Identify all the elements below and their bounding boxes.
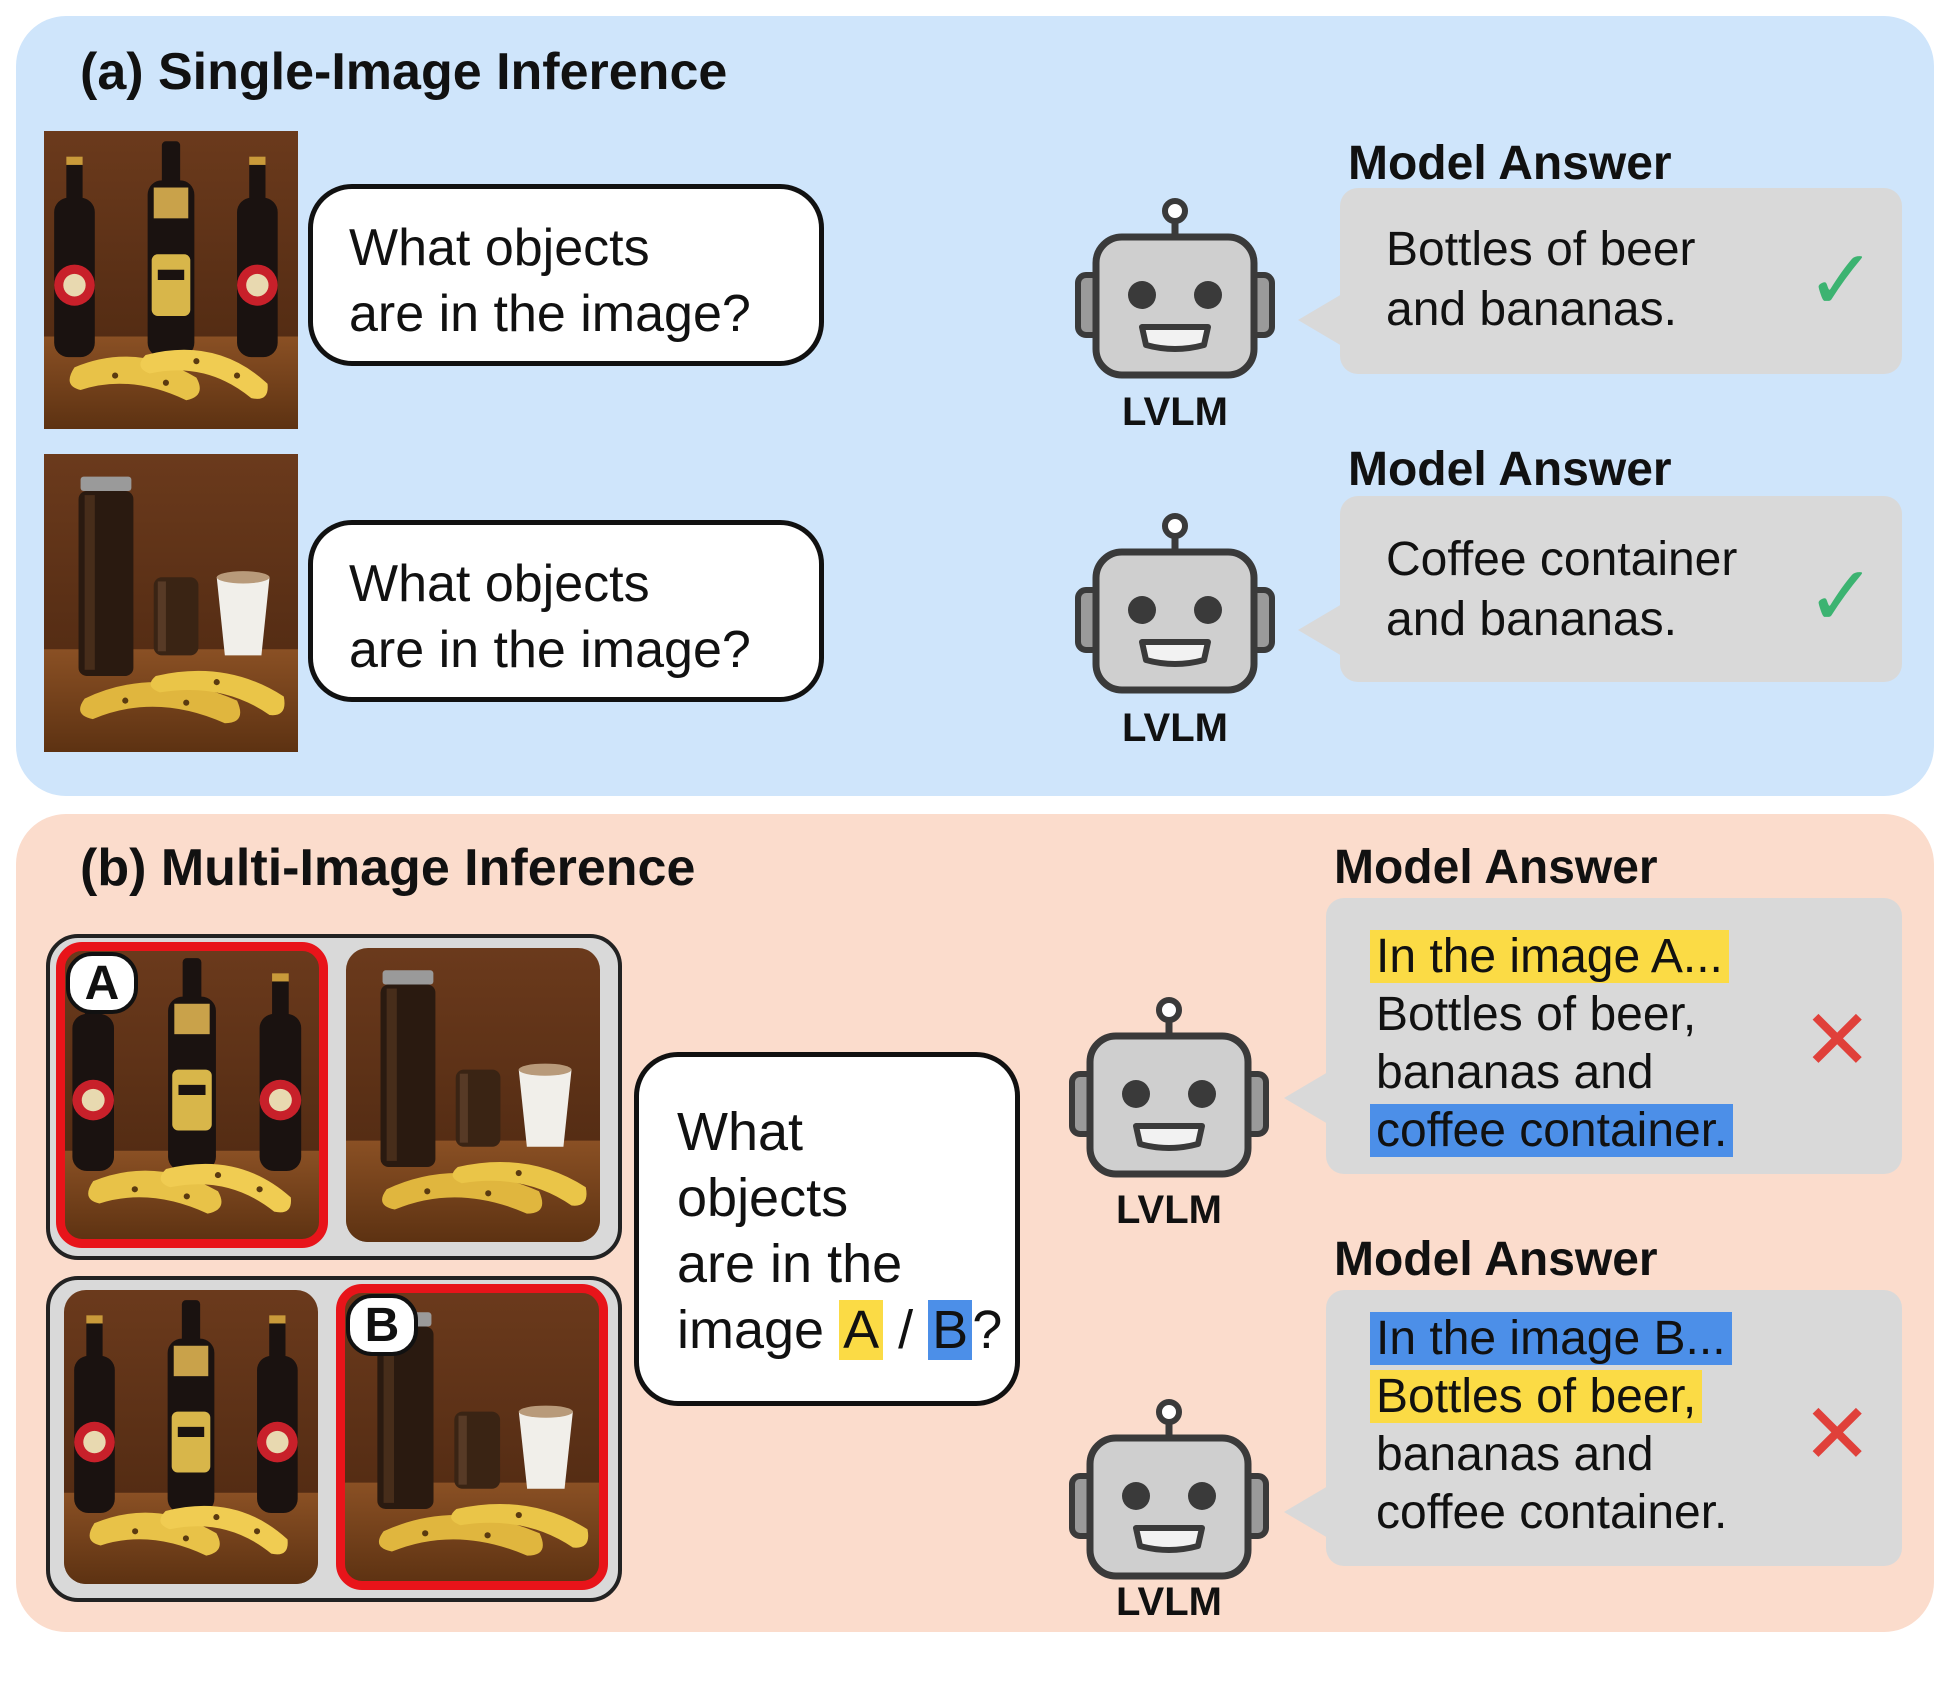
answer-text: Coffee container and bananas. — [1386, 530, 1737, 650]
coffee-bananas-thumb — [346, 948, 600, 1242]
answer-line: and bananas. — [1386, 593, 1677, 646]
answer-box — [1340, 188, 1902, 374]
answer-pointer — [1284, 1072, 1328, 1124]
answer-line: Bottles of beer, — [1376, 988, 1697, 1041]
question-line: What objects — [349, 555, 650, 613]
option-b-highlight: B — [928, 1300, 973, 1360]
question-bubble: What objects are in the image? — [308, 520, 824, 702]
cross-icon: ✕ — [1802, 1387, 1873, 1481]
answer-title: Model Answer — [1348, 137, 1672, 190]
model-label: LVLM — [1122, 390, 1228, 434]
answer-pointer — [1298, 604, 1342, 656]
question-word: image — [677, 1300, 825, 1360]
check-icon: ✓ — [1806, 549, 1877, 643]
question-line: What objects — [349, 219, 650, 277]
option-separator: / — [898, 1300, 914, 1360]
robot-icon — [1070, 510, 1280, 700]
answer-line: coffee container. — [1376, 1486, 1728, 1539]
answer-line: bananas and — [1376, 1428, 1654, 1481]
coffee-bananas-photo — [44, 454, 298, 752]
answer-box — [1340, 496, 1902, 682]
answer-text: In the image A... Bottles of beer, banan… — [1370, 928, 1734, 1160]
question-line: image A / B? — [677, 1297, 1015, 1363]
question-line: are in the — [677, 1234, 903, 1294]
answer-pointer — [1284, 1486, 1328, 1538]
robot-icon — [1064, 1396, 1274, 1586]
cross-icon: ✕ — [1802, 993, 1873, 1087]
model-label: LVLM — [1116, 1580, 1222, 1624]
answer-highlight-b: coffee container. — [1370, 1104, 1734, 1157]
question-line: are in the image? — [349, 621, 751, 679]
question-line: objects — [677, 1168, 849, 1228]
question-bubble: What objects are in the image A / B? — [634, 1052, 1020, 1406]
panel-b-title: (b) Multi-Image Inference — [80, 839, 696, 897]
answer-highlight-b: In the image B... — [1370, 1312, 1732, 1365]
option-a-highlight: A — [839, 1300, 884, 1360]
answer-highlight-a: Bottles of beer, — [1370, 1370, 1703, 1423]
question-bubble: What objects are in the image? — [308, 184, 824, 366]
robot-icon — [1064, 994, 1274, 1184]
answer-title: Model Answer — [1334, 1233, 1658, 1286]
answer-title: Model Answer — [1334, 841, 1658, 894]
answer-pointer — [1298, 294, 1342, 346]
question-line: are in the image? — [349, 285, 751, 343]
answer-line: and bananas. — [1386, 283, 1677, 336]
answer-highlight-a: In the image A... — [1370, 930, 1729, 983]
robot-icon — [1070, 195, 1280, 385]
selected-image-frame — [336, 1284, 608, 1590]
answer-line: Bottles of beer — [1386, 223, 1696, 276]
panel-a-title: (a) Single-Image Inference — [80, 43, 728, 101]
question-line: What — [677, 1102, 804, 1162]
question-mark: ? — [972, 1300, 1003, 1360]
answer-line: bananas and — [1376, 1046, 1654, 1099]
check-icon: ✓ — [1806, 233, 1877, 327]
beer-bananas-photo — [44, 131, 298, 429]
answer-text: In the image B... Bottles of beer, banan… — [1370, 1310, 1732, 1542]
selected-image-frame — [56, 942, 328, 1248]
image-tag-b: B — [346, 1294, 418, 1356]
answer-text: Bottles of beer and bananas. — [1386, 220, 1696, 340]
answer-line: Coffee container — [1386, 533, 1738, 586]
model-label: LVLM — [1116, 1188, 1222, 1232]
model-label: LVLM — [1122, 706, 1228, 750]
image-tag-a: A — [66, 952, 138, 1014]
answer-title: Model Answer — [1348, 443, 1672, 496]
beer-bananas-thumb — [64, 1290, 318, 1584]
